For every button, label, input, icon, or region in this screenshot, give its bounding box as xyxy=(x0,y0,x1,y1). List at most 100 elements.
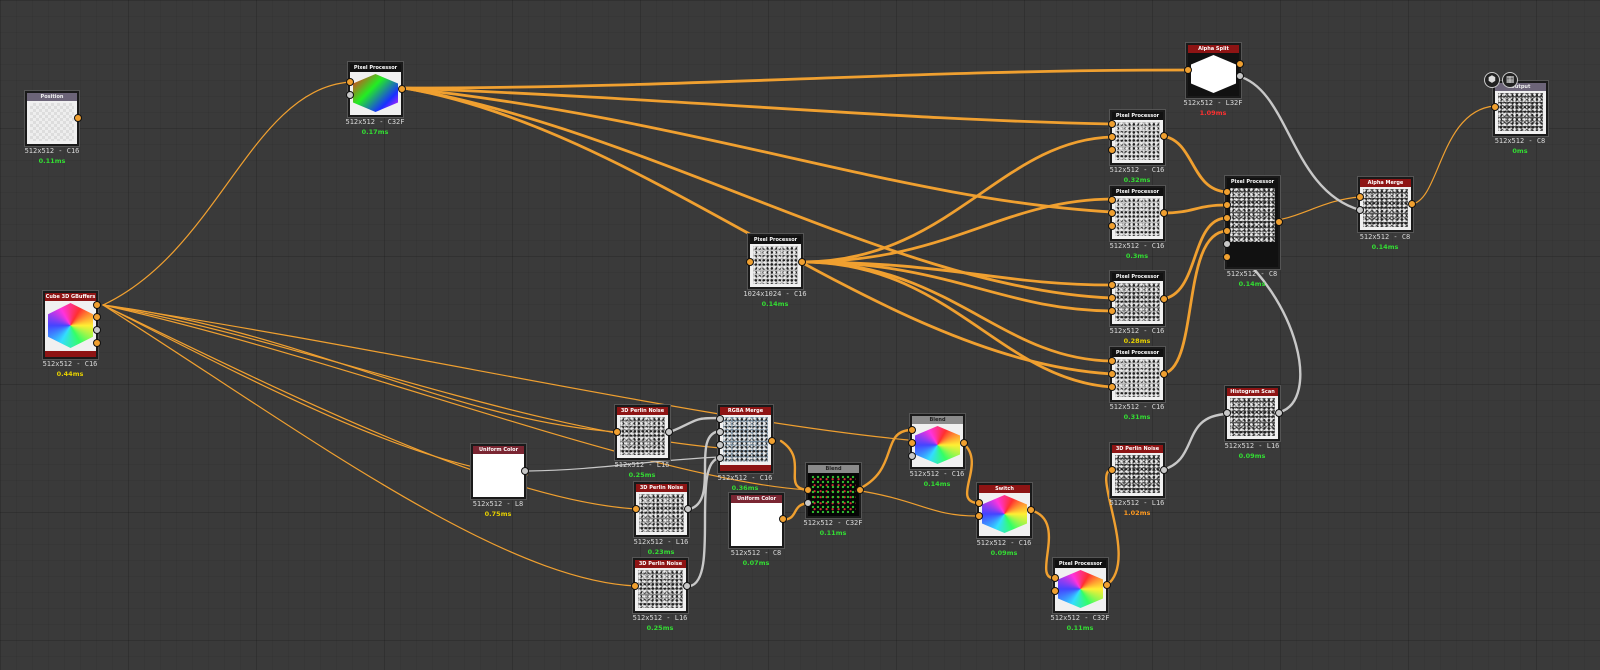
output-port[interactable] xyxy=(93,339,101,347)
input-port[interactable] xyxy=(908,452,916,460)
output-port[interactable] xyxy=(683,582,691,590)
node-resolution: 512x512 - C16 xyxy=(1109,166,1165,174)
input-port[interactable] xyxy=(1108,222,1116,230)
3d-view-icon[interactable]: ⬢ xyxy=(1484,72,1500,88)
input-port[interactable] xyxy=(1108,209,1116,217)
input-port[interactable] xyxy=(804,499,812,507)
input-port[interactable] xyxy=(1108,120,1116,128)
node-blend[interactable]: Blend xyxy=(910,414,965,469)
output-port[interactable] xyxy=(684,505,692,513)
node-pixel-processor[interactable]: Pixel Processor xyxy=(1110,271,1165,326)
node-output[interactable]: Output xyxy=(1493,81,1548,136)
node-cube-3d-gbuffers[interactable]: Cube 3D GBuffers xyxy=(43,291,98,359)
input-port[interactable] xyxy=(746,258,754,266)
node-pixel-processor[interactable]: Pixel Processor xyxy=(348,62,403,117)
input-port[interactable] xyxy=(346,91,354,99)
input-port[interactable] xyxy=(1356,193,1364,201)
node-rgba-merge[interactable]: RGBA Merge xyxy=(718,405,773,473)
output-port[interactable] xyxy=(768,437,776,445)
input-port[interactable] xyxy=(716,454,724,462)
output-port[interactable] xyxy=(521,467,529,475)
output-port[interactable] xyxy=(1160,295,1168,303)
output-port[interactable] xyxy=(1160,466,1168,474)
output-port[interactable] xyxy=(398,85,406,93)
input-port[interactable] xyxy=(1051,574,1059,582)
input-port[interactable] xyxy=(632,505,640,513)
input-port[interactable] xyxy=(804,486,812,494)
output-port[interactable] xyxy=(1236,72,1244,80)
node-pixel-processor-main[interactable]: Pixel Processor xyxy=(1225,176,1280,269)
input-port[interactable] xyxy=(1184,66,1192,74)
node-histogram-scan[interactable]: Histogram Scan xyxy=(1225,386,1280,441)
node-alpha-merge[interactable]: Alpha Merge xyxy=(1358,177,1413,232)
node-alpha-split[interactable]: Alpha Split xyxy=(1186,43,1241,98)
output-port[interactable] xyxy=(1160,370,1168,378)
input-port[interactable] xyxy=(1108,466,1116,474)
output-port[interactable] xyxy=(665,428,673,436)
node-position[interactable]: Position xyxy=(25,91,79,146)
node-title: 3D Perlin Noise xyxy=(1112,445,1163,453)
input-port[interactable] xyxy=(716,428,724,436)
output-port[interactable] xyxy=(74,114,82,122)
input-port[interactable] xyxy=(1223,253,1231,261)
input-port[interactable] xyxy=(1491,103,1499,111)
output-port[interactable] xyxy=(1160,209,1168,217)
input-port[interactable] xyxy=(1108,357,1116,365)
input-port[interactable] xyxy=(1223,188,1231,196)
input-port[interactable] xyxy=(346,78,354,86)
input-port[interactable] xyxy=(1108,370,1116,378)
output-port[interactable] xyxy=(1103,581,1111,589)
output-port[interactable] xyxy=(1236,60,1244,68)
output-port[interactable] xyxy=(779,515,787,523)
input-port[interactable] xyxy=(975,499,983,507)
input-port[interactable] xyxy=(1108,133,1116,141)
output-port[interactable] xyxy=(93,301,101,309)
output-port[interactable] xyxy=(1160,132,1168,140)
output-port[interactable] xyxy=(856,486,864,494)
output-port[interactable] xyxy=(93,313,101,321)
node-pixel-processor[interactable]: Pixel Processor xyxy=(1053,558,1108,613)
node-uniform-color[interactable]: Uniform Color xyxy=(471,444,526,499)
input-port[interactable] xyxy=(1108,146,1116,154)
node-pixel-processor[interactable]: Pixel Processor xyxy=(1110,347,1165,402)
input-port[interactable] xyxy=(1108,383,1116,391)
input-port[interactable] xyxy=(1223,201,1231,209)
input-port[interactable] xyxy=(1223,214,1231,222)
input-port[interactable] xyxy=(1223,409,1231,417)
input-port[interactable] xyxy=(975,512,983,520)
output-port[interactable] xyxy=(93,326,101,334)
input-port[interactable] xyxy=(1223,240,1231,248)
node-3d-perlin-noise[interactable]: 3D Perlin Noise xyxy=(615,405,670,460)
node-blend[interactable]: Blend xyxy=(806,463,861,518)
input-port[interactable] xyxy=(1356,206,1364,214)
input-port[interactable] xyxy=(716,441,724,449)
input-port[interactable] xyxy=(1223,227,1231,235)
node-3d-perlin-noise[interactable]: 3D Perlin Noise xyxy=(1110,443,1165,498)
node-pixel-processor[interactable]: Pixel Processor xyxy=(1110,110,1165,165)
input-port[interactable] xyxy=(613,428,621,436)
input-port[interactable] xyxy=(1051,587,1059,595)
input-port[interactable] xyxy=(1108,281,1116,289)
node-3d-perlin-noise[interactable]: 3D Perlin Noise xyxy=(633,558,688,613)
input-port[interactable] xyxy=(716,415,724,423)
2d-view-icon[interactable]: ▦ xyxy=(1502,72,1518,88)
node-uniform-color[interactable]: Uniform Color xyxy=(729,493,784,548)
node-time: 0.09ms xyxy=(1238,452,1266,460)
input-port[interactable] xyxy=(908,439,916,447)
input-port[interactable] xyxy=(631,582,639,590)
output-port[interactable] xyxy=(1408,200,1416,208)
input-port[interactable] xyxy=(1108,196,1116,204)
output-port[interactable] xyxy=(798,258,806,266)
node-3d-perlin-noise[interactable]: 3D Perlin Noise xyxy=(634,482,689,537)
output-port[interactable] xyxy=(1275,409,1283,417)
output-port[interactable] xyxy=(1275,218,1283,226)
node-switch[interactable]: Switch xyxy=(977,483,1032,538)
output-port[interactable] xyxy=(1027,506,1035,514)
input-port[interactable] xyxy=(908,426,916,434)
node-pixel-processor[interactable]: Pixel Processor xyxy=(748,234,803,289)
input-port[interactable] xyxy=(1108,307,1116,315)
wire xyxy=(102,304,528,476)
node-pixel-processor[interactable]: Pixel Processor xyxy=(1110,186,1165,241)
output-port[interactable] xyxy=(960,439,968,447)
input-port[interactable] xyxy=(1108,294,1116,302)
